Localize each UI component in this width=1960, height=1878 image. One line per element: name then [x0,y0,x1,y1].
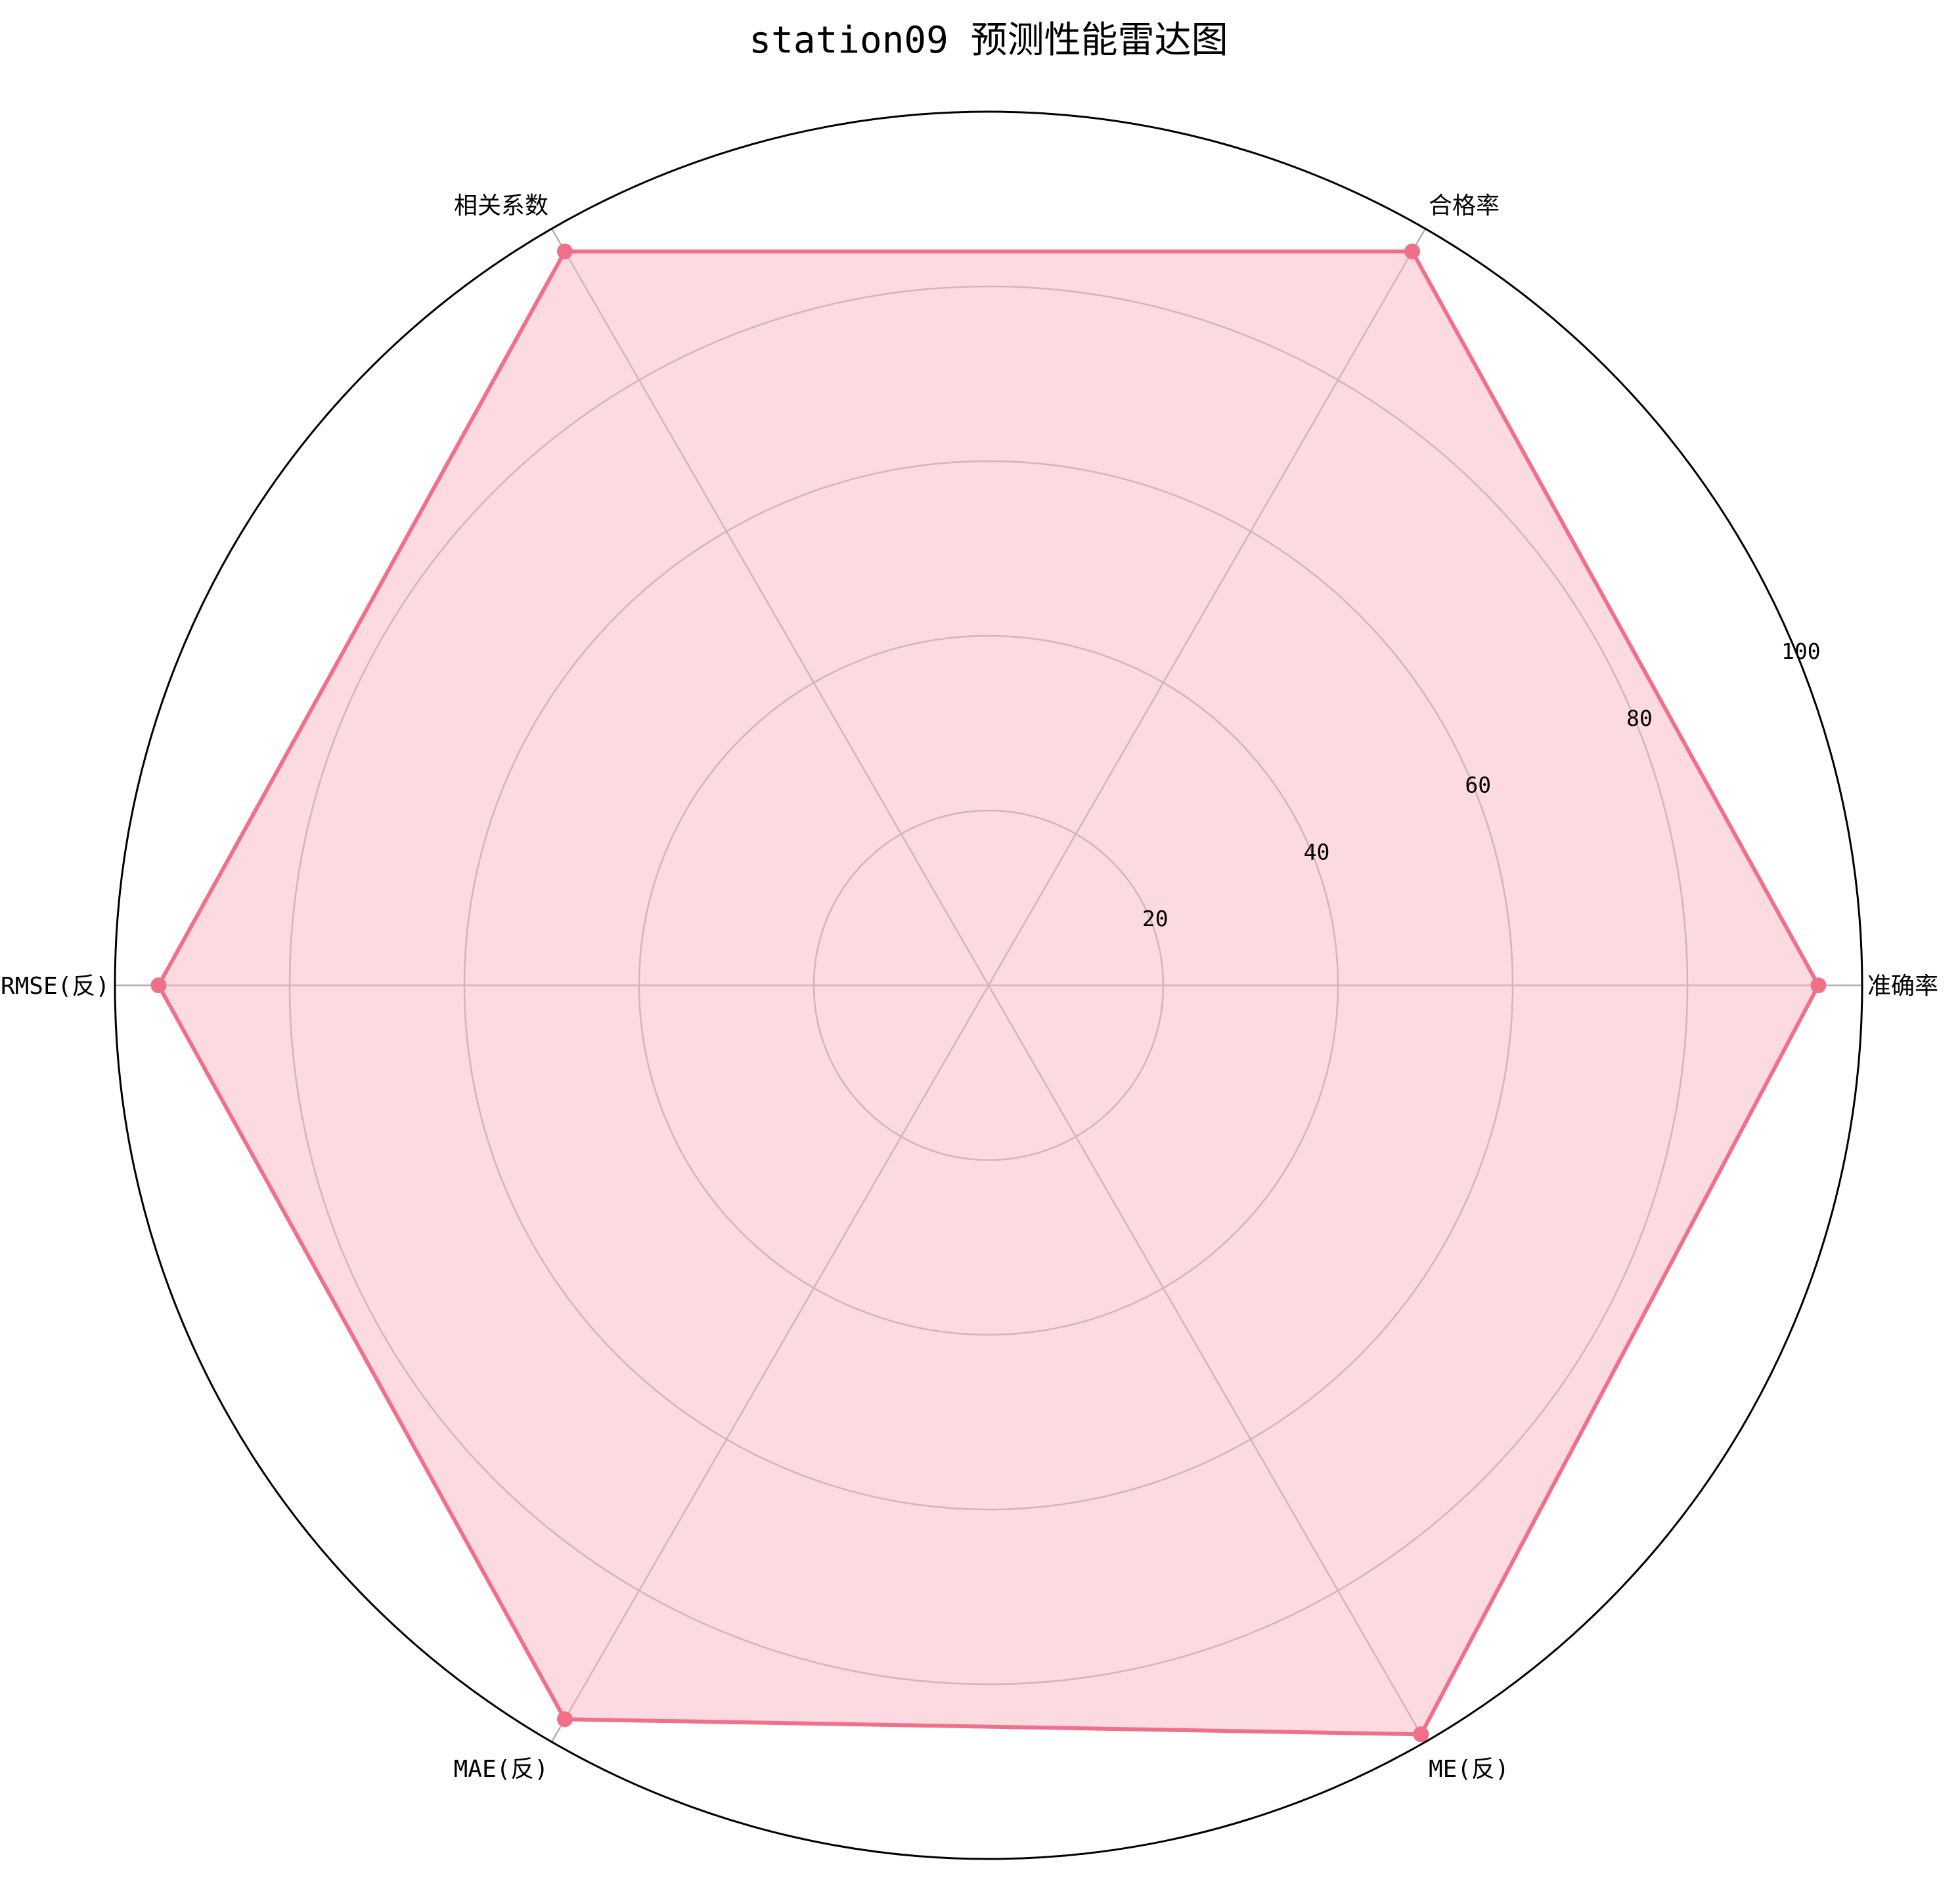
series-layer [150,243,1827,1743]
r-tick-label: 100 [1781,638,1821,664]
axis-label-4: MAE(反) [454,1756,548,1783]
data-point-5 [1413,1726,1429,1743]
r-tick-label: 80 [1626,705,1653,731]
axis-label-1: 合格率 [1429,192,1500,219]
data-point-1 [1404,243,1421,259]
data-point-0 [1810,977,1827,993]
data-point-3 [150,977,167,993]
axis-label-3: RMSE(反) [1,973,110,1000]
axis-label-0: 准确率 [1867,973,1938,1000]
outer-frame [114,110,1863,1860]
axis-label-2: 相关系数 [454,192,548,219]
r-tick-label: 60 [1465,772,1491,798]
data-point-4 [556,1711,573,1728]
chart-title: station09 预测性能雷达图 [749,19,1228,62]
r-tick-label: 20 [1142,906,1169,931]
axis-label-5: ME(反) [1429,1756,1509,1783]
r-tick-label: 40 [1304,839,1330,864]
data-point-2 [556,243,573,259]
label-layer: 20 40 60 80 100 准确率 合格率 相关系数 RMSE(反) MAE(反) ME(反) [1,192,1938,1783]
series-area-0 [158,251,1819,1735]
